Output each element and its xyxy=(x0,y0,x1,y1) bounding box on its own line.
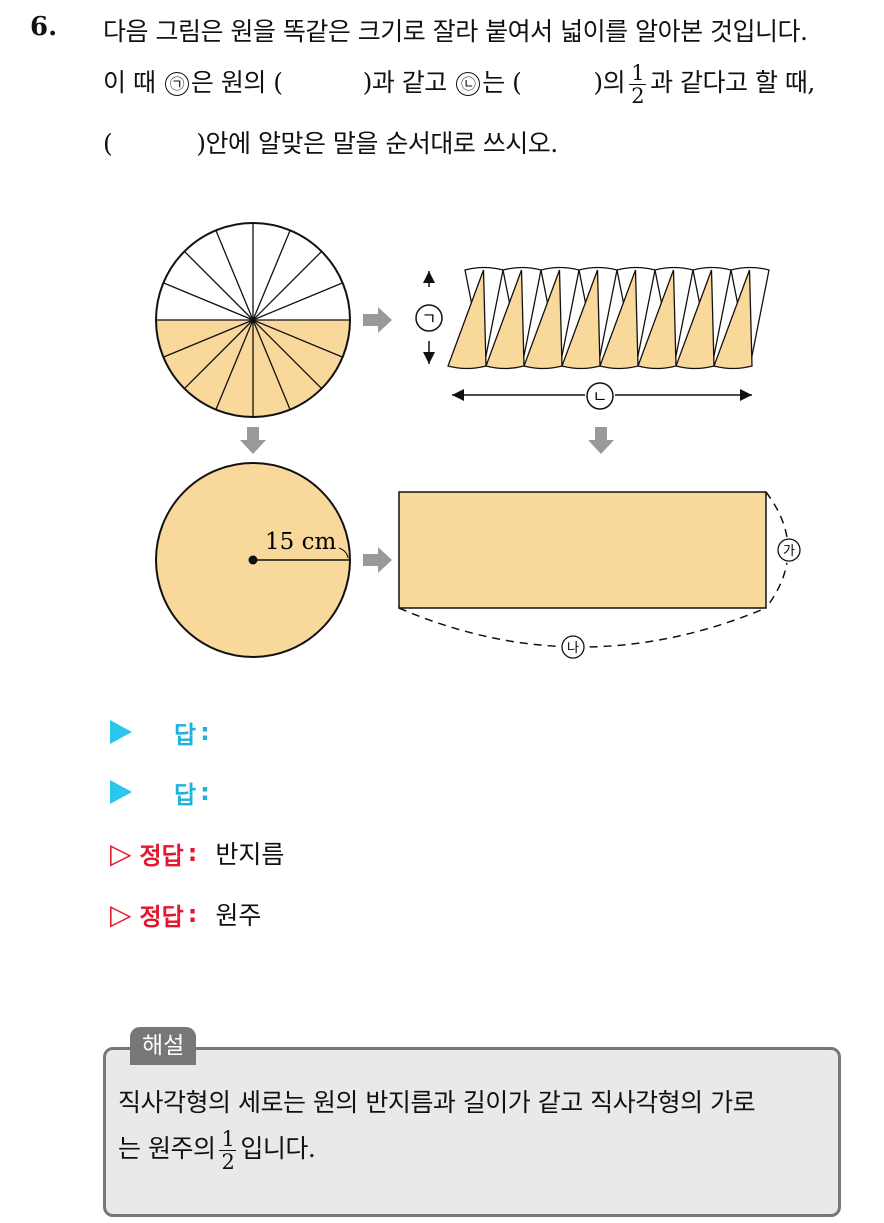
sliced-circle xyxy=(155,222,351,418)
radius-label: 15 cm xyxy=(265,529,336,555)
sector-line xyxy=(215,319,254,410)
correct-answer-row: ▷ 정답 : 원주 xyxy=(110,894,261,934)
down-arrow-icon xyxy=(588,427,614,454)
answer-colon: : xyxy=(200,778,210,806)
label-ga: 가 xyxy=(783,544,795,559)
explanation-box xyxy=(103,1047,841,1217)
question-text: ( xyxy=(103,129,113,158)
label-b: ㄴ xyxy=(593,387,608,406)
circle-sector-lines xyxy=(156,223,350,417)
question-text: 이 때 xyxy=(103,68,156,97)
label-na: 나 xyxy=(567,641,579,656)
colored-sector xyxy=(713,269,753,370)
down-arrow-icon xyxy=(240,427,266,454)
correct-answer-row: ▷ 정답 : 반지름 xyxy=(110,833,284,873)
rearranged-sectors xyxy=(447,266,770,370)
answer-row: 답 : xyxy=(110,712,210,752)
label-a: ㄱ xyxy=(422,309,437,328)
sector-line xyxy=(163,282,254,321)
label-a-circle xyxy=(415,304,443,332)
sector-line xyxy=(252,282,343,321)
question-text: )의 xyxy=(593,68,626,97)
label-na-circle xyxy=(561,635,585,659)
play-triangle-icon xyxy=(110,720,132,744)
sector-line xyxy=(183,319,254,390)
label-b-circle xyxy=(586,382,614,410)
question-text: )안에 알맞은 말을 순서대로 쓰시오. xyxy=(196,129,558,158)
sector-line xyxy=(163,319,254,358)
outline-triangle-icon: ▷ xyxy=(110,897,132,931)
correct-answer-label: 정답 xyxy=(139,902,184,931)
explanation-tag: 해설 xyxy=(130,1027,197,1065)
question-line-3: ( )안에 알맞은 말을 순서대로 쓰시오. xyxy=(103,124,558,160)
correct-answer-value: 원주 xyxy=(215,901,262,930)
sector-line xyxy=(215,230,254,321)
outline-triangle-icon: ▷ xyxy=(110,836,132,870)
explanation-text: 입니다. xyxy=(240,1134,316,1163)
question-text: )과 같고 xyxy=(362,68,448,97)
correct-answer-label: 정답 xyxy=(139,841,184,870)
answer-colon: : xyxy=(200,718,210,746)
sector-line xyxy=(183,250,254,321)
sector-line xyxy=(252,250,323,321)
answer-colon: : xyxy=(187,900,198,928)
fraction-denominator: 2 xyxy=(631,84,645,108)
right-arrow-icon xyxy=(363,547,392,573)
answer-label: 답 xyxy=(174,780,197,809)
fraction-numerator: 1 xyxy=(219,1127,237,1151)
explanation-line-1: 직사각형의 세로는 원의 반지름과 길이가 같고 직사각형의 가로 xyxy=(118,1088,756,1117)
answer-label: 답 xyxy=(174,720,197,749)
question-text: 는 ( xyxy=(482,68,522,97)
correct-answer-value: 반지름 xyxy=(215,840,285,869)
question-text: 은 원의 ( xyxy=(190,68,283,97)
mark-b: ㉡ xyxy=(456,72,481,96)
play-triangle-icon xyxy=(110,780,132,804)
rectangle xyxy=(398,491,767,609)
explanation-text: 는 원주의 xyxy=(118,1134,216,1163)
answer-colon: : xyxy=(187,839,198,867)
question-text: 과 같다고 할 때, xyxy=(650,68,815,97)
question-line-1: 다음 그림은 원을 똑같은 크기로 잘라 붙여서 넓이를 알아본 것입니다. xyxy=(103,17,808,46)
sector-line xyxy=(252,319,291,410)
fraction-numerator: 1 xyxy=(629,61,647,85)
fraction-denominator: 2 xyxy=(221,1150,235,1174)
mark-a: ㉠ xyxy=(164,72,189,96)
question-number: 6. xyxy=(30,12,58,42)
label-ga-circle xyxy=(777,538,801,562)
answer-row: 답 : xyxy=(110,772,210,812)
sector-line xyxy=(252,319,323,390)
right-arrow-icon xyxy=(363,307,392,333)
figure: ㄱ ㄴ 15 cm 가 나 xyxy=(155,222,801,659)
sector-line xyxy=(252,230,291,321)
sector-line xyxy=(252,319,343,358)
colored-sector xyxy=(447,269,487,370)
